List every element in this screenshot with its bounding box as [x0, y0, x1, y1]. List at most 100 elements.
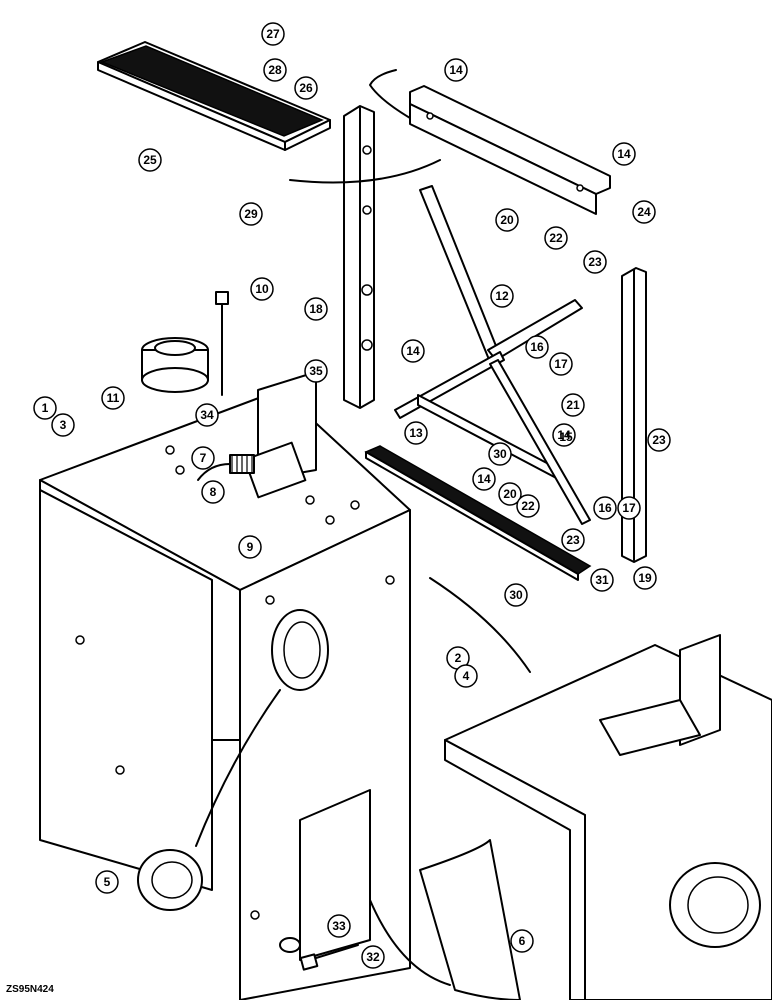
- svg-text:12: 12: [495, 289, 509, 303]
- callout: 27: [261, 22, 285, 46]
- callout: 7: [191, 446, 215, 470]
- callout: 14: [552, 423, 576, 447]
- svg-text:7: 7: [200, 451, 207, 465]
- svg-text:16: 16: [530, 340, 544, 354]
- svg-text:13: 13: [409, 426, 423, 440]
- callout: 25: [138, 148, 162, 172]
- callout: 8: [201, 480, 225, 504]
- callout: 22: [544, 226, 568, 250]
- svg-text:14: 14: [617, 147, 631, 161]
- rear-bracket: [409, 85, 611, 215]
- callout: 14: [401, 339, 425, 363]
- callout: 4: [454, 664, 478, 688]
- svg-text:3: 3: [60, 418, 67, 432]
- callout: 16: [525, 335, 549, 359]
- svg-text:4: 4: [463, 669, 470, 683]
- callout: 31: [590, 568, 614, 592]
- callout: 21: [561, 393, 585, 417]
- callout: 30: [488, 442, 512, 466]
- callout: 13: [404, 421, 428, 445]
- svg-text:8: 8: [210, 485, 217, 499]
- callout: 10: [250, 277, 274, 301]
- svg-text:2: 2: [455, 651, 462, 665]
- callout-layer: 1 2 3 4 5 6 7 8 9 10 11 12 13 14 14 14 1…: [33, 22, 671, 969]
- svg-text:6: 6: [519, 934, 526, 948]
- svg-text:27: 27: [266, 27, 280, 41]
- svg-text:22: 22: [521, 499, 535, 513]
- leader-arcs: [195, 69, 531, 986]
- svg-text:17: 17: [622, 501, 636, 515]
- svg-text:14: 14: [449, 63, 463, 77]
- bolt: [215, 291, 229, 396]
- svg-text:30: 30: [493, 447, 507, 461]
- callout: 33: [327, 914, 351, 938]
- callout: 18: [304, 297, 328, 321]
- main-console: [39, 371, 411, 1000]
- vertical-channel-left: [343, 105, 375, 409]
- svg-text:18: 18: [309, 302, 323, 316]
- cap: [141, 337, 209, 393]
- callout: 32: [361, 945, 385, 969]
- floor-mat: [97, 41, 331, 151]
- callout: 9: [238, 535, 262, 559]
- drawing-code: ZS95N424: [6, 984, 54, 995]
- callout: 34: [195, 403, 219, 427]
- svg-text:22: 22: [549, 231, 563, 245]
- svg-text:1: 1: [42, 401, 49, 415]
- svg-text:10: 10: [255, 282, 269, 296]
- svg-text:31: 31: [595, 573, 609, 587]
- callout: 17: [549, 352, 573, 376]
- svg-text:21: 21: [566, 398, 580, 412]
- callout: 19: [633, 566, 657, 590]
- callout: 23: [561, 528, 585, 552]
- svg-text:16: 16: [598, 501, 612, 515]
- callout: 29: [239, 202, 263, 226]
- svg-text:23: 23: [588, 255, 602, 269]
- svg-text:20: 20: [500, 213, 514, 227]
- callout: 14: [472, 467, 496, 491]
- callout: 26: [294, 76, 318, 100]
- svg-text:17: 17: [554, 357, 568, 371]
- callout: 17: [617, 496, 641, 520]
- callout: 20: [495, 208, 519, 232]
- svg-text:14: 14: [406, 344, 420, 358]
- svg-text:19: 19: [638, 571, 652, 585]
- callout: 14: [612, 142, 636, 166]
- callout: 23: [647, 428, 671, 452]
- callout: 20: [498, 482, 522, 506]
- svg-text:29: 29: [244, 207, 258, 221]
- callout: 15: [559, 430, 573, 444]
- svg-text:14: 14: [477, 472, 491, 486]
- callout: 6: [510, 929, 534, 953]
- svg-text:35: 35: [309, 364, 323, 378]
- svg-text:9: 9: [247, 540, 254, 554]
- alternate-console: [444, 634, 772, 1000]
- svg-text:14: 14: [557, 428, 571, 442]
- svg-text:30: 30: [509, 588, 523, 602]
- svg-text:32: 32: [366, 950, 380, 964]
- callout: 2: [446, 646, 470, 670]
- svg-text:24: 24: [637, 205, 651, 219]
- callout: 16: [593, 496, 617, 520]
- callout: 11: [101, 386, 125, 410]
- callout: 30: [504, 583, 528, 607]
- callout: 14: [444, 58, 468, 82]
- callout: 22: [516, 494, 540, 518]
- callout: 1: [33, 396, 57, 420]
- spring-assembly: [197, 454, 255, 481]
- svg-text:5: 5: [104, 875, 111, 889]
- grommet: [137, 849, 203, 911]
- callout: 24: [632, 200, 656, 224]
- svg-text:20: 20: [503, 487, 517, 501]
- svg-text:33: 33: [332, 919, 346, 933]
- callout: 12: [490, 284, 514, 308]
- svg-text:23: 23: [566, 533, 580, 547]
- svg-text:28: 28: [268, 63, 282, 77]
- svg-text:23: 23: [652, 433, 666, 447]
- callout: 3: [51, 413, 75, 437]
- diagonal-braces: [394, 185, 591, 525]
- callout: 23: [583, 250, 607, 274]
- callout: 35: [304, 359, 328, 383]
